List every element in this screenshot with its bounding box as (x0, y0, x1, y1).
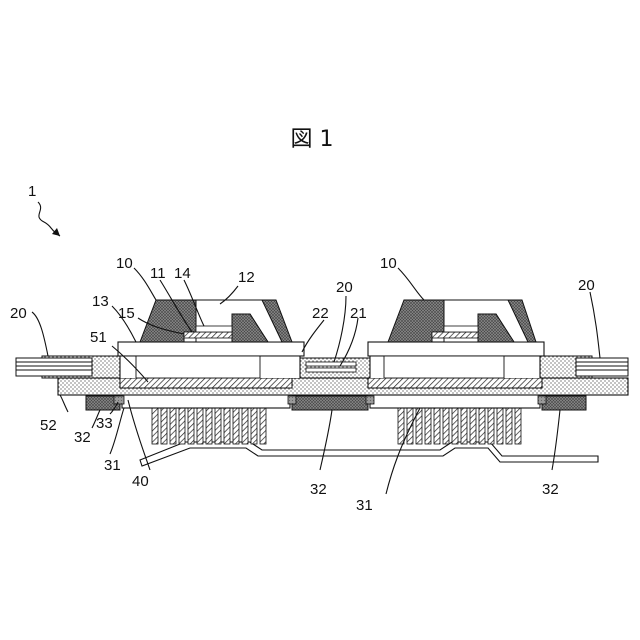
board-20-left (16, 356, 120, 378)
label-20-mid: 20 (336, 279, 353, 296)
label-40: 40 (132, 473, 149, 490)
bump-33-c (366, 396, 374, 404)
label-14: 14 (174, 265, 191, 282)
board-20-mid (292, 358, 370, 378)
label-20-right: 20 (578, 277, 595, 294)
base-plate-31-left (122, 394, 290, 408)
label-10-left: 10 (116, 255, 133, 272)
label-31-b: 31 (356, 497, 373, 514)
bump-33-d (538, 396, 546, 404)
label-15: 15 (118, 305, 135, 322)
wiring-plate-40 (140, 442, 598, 466)
label-32-b: 32 (310, 481, 327, 498)
label-device: 1 (28, 183, 36, 200)
label-32-a: 32 (74, 429, 91, 446)
bump-33-a (114, 396, 124, 404)
pad-32-mid (292, 396, 368, 410)
base-plate-31-right (370, 394, 540, 408)
label-13: 13 (92, 293, 109, 310)
label-31-a: 31 (104, 457, 121, 474)
power-module-10-right (368, 300, 544, 378)
heat-sink-fins-left (152, 408, 266, 444)
board-20-right (540, 356, 628, 378)
label-10-right: 10 (380, 255, 397, 272)
layer-51-right (368, 378, 542, 388)
label-22: 22 (312, 305, 329, 322)
heat-sink-fins-right (398, 408, 521, 444)
label-11: 11 (150, 265, 166, 282)
device-arrow-head (52, 228, 60, 236)
pad-32-right (542, 396, 586, 410)
label-33: 33 (96, 415, 113, 432)
power-module-10-left (118, 300, 304, 378)
label-12: 12 (238, 269, 255, 286)
bump-33-b (288, 396, 296, 404)
label-51: 51 (90, 329, 107, 346)
label-20-left: 20 (10, 305, 27, 322)
label-32-c: 32 (542, 481, 559, 498)
label-52: 52 (40, 417, 57, 434)
label-21: 21 (350, 305, 367, 322)
figure-title: 図 1 (291, 127, 334, 152)
